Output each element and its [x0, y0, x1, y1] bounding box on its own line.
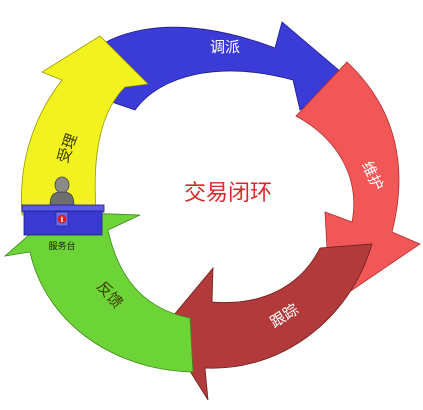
segment-maintain-arrow [295, 61, 421, 306]
info-icon-glyph: i [61, 215, 64, 224]
segment-track-arrow [162, 243, 373, 401]
center-title: 交易闭环 [184, 181, 272, 206]
person-body [49, 191, 75, 207]
person-head [54, 176, 70, 194]
service-desk-label: 服务台 [48, 240, 75, 252]
segment-dispatch-arrow [61, 21, 349, 111]
segment-feedback-arrow [3, 211, 194, 373]
service-desk: i 服务台 [21, 176, 105, 252]
info-icon [57, 214, 67, 224]
segment-accept-arrow [21, 35, 149, 216]
segment-dispatch-label: 调派 [210, 38, 240, 56]
